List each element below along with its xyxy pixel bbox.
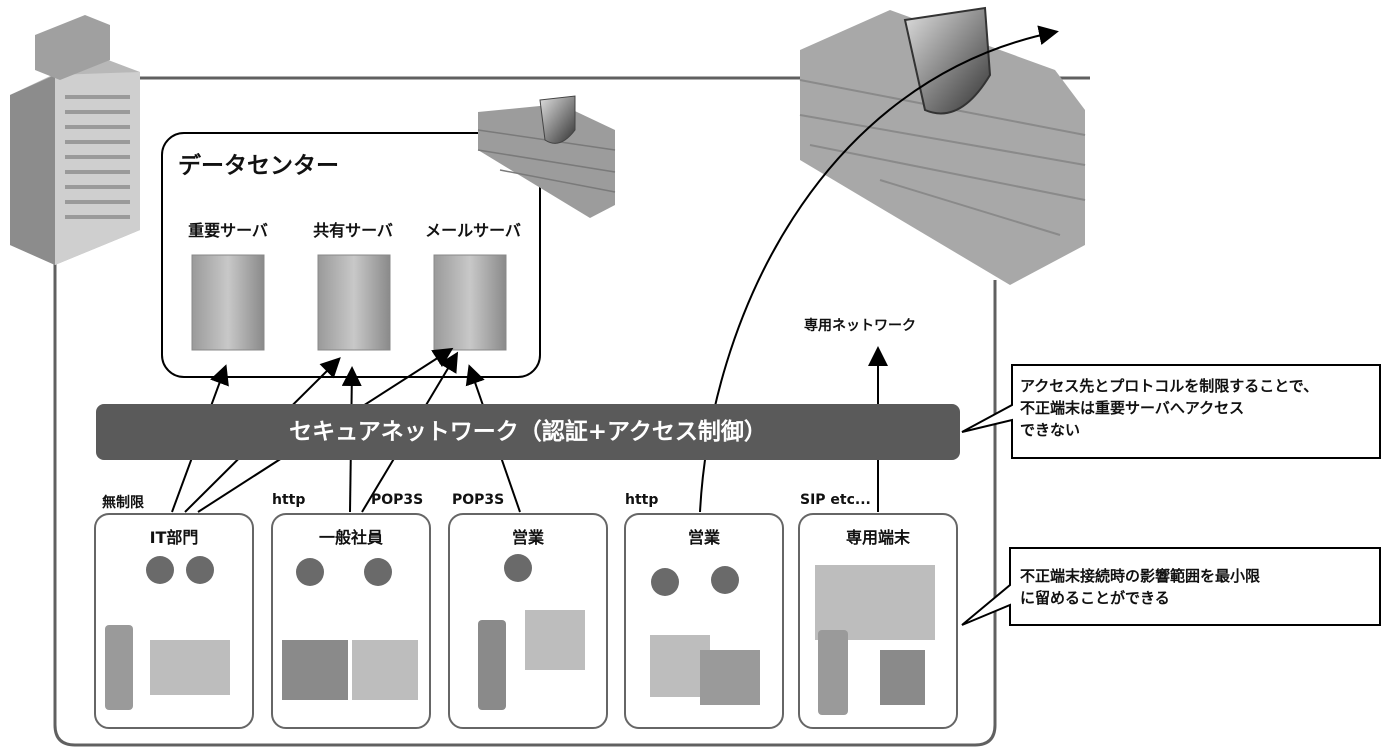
group-label-dedicated: 専用端末 (845, 528, 910, 547)
callout-1-line-2: 不正端末は重要サーバへアクセス (1020, 399, 1245, 417)
callout-box-2 (961, 547, 1381, 626)
user-icon (186, 556, 214, 584)
small-firewall-icon (477, 95, 616, 218)
user-icon (651, 568, 679, 596)
secure-network-band (96, 404, 960, 460)
phone-icon (105, 625, 133, 710)
secure-network-label: セキュアネットワーク（認証+アクセス制御） (289, 419, 767, 445)
user-icon (146, 556, 174, 584)
big-firewall-icon (799, 6, 1086, 285)
callout-2-line-2: に留めることができる (1020, 589, 1170, 607)
protocol-label-unrestricted: 無制限 (102, 495, 144, 511)
server-label-mail: メールサーバ (425, 221, 521, 240)
callout-text-1: アクセス先とプロトコルを制限することで、 不正端末は重要サーバへアクセス できな… (1020, 375, 1318, 441)
office-building-icon (10, 15, 140, 265)
group-label-general: 一般社員 (318, 528, 383, 547)
server-label-critical: 重要サーバ (188, 221, 268, 240)
mobile-phone-icon (818, 630, 848, 715)
server-label-shared: 共有サーバ (313, 221, 393, 240)
server-icon-critical (191, 254, 265, 351)
handheld-terminal-icon (880, 650, 925, 705)
user-icon (504, 554, 532, 582)
phone-icon (478, 620, 506, 710)
dedicated-network-label: 専用ネットワーク (804, 318, 916, 334)
group-label-it: IT部門 (149, 528, 199, 547)
laptop-icon (352, 640, 418, 700)
callout-box-1 (961, 364, 1381, 459)
callout-2-line-1: 不正端末接続時の影響範囲を最小限 (1020, 567, 1261, 585)
protocol-label-http: http (272, 492, 306, 508)
callout-1-line-3: できない (1020, 421, 1081, 439)
server-icon-shared (317, 254, 391, 351)
callout-1-line-1: アクセス先とプロトコルを制限することで、 (1020, 377, 1319, 395)
laptop-icon (150, 640, 230, 695)
protocol-label-pop3s: POP3S (371, 492, 424, 508)
laptop-icon (700, 650, 760, 705)
user-icon (296, 558, 324, 586)
protocol-label-http: http (625, 492, 659, 508)
user-icon (364, 558, 392, 586)
protocol-label-sip: SIP etc... (800, 492, 871, 508)
group-label-sales-b: 営業 (687, 528, 720, 547)
fax-machine-icon (815, 565, 935, 640)
laptop-icon (282, 640, 348, 700)
datacenter-title: データセンター (178, 153, 339, 179)
rogue-user-icon (711, 566, 739, 594)
tablet-icon (525, 610, 585, 670)
server-icon-mail (433, 254, 507, 351)
protocol-label-pop3s: POP3S (452, 492, 505, 508)
group-label-sales-a: 営業 (511, 528, 544, 547)
callout-text-2: 不正端末接続時の影響範囲を最小限 に留めることができる (1020, 565, 1260, 609)
